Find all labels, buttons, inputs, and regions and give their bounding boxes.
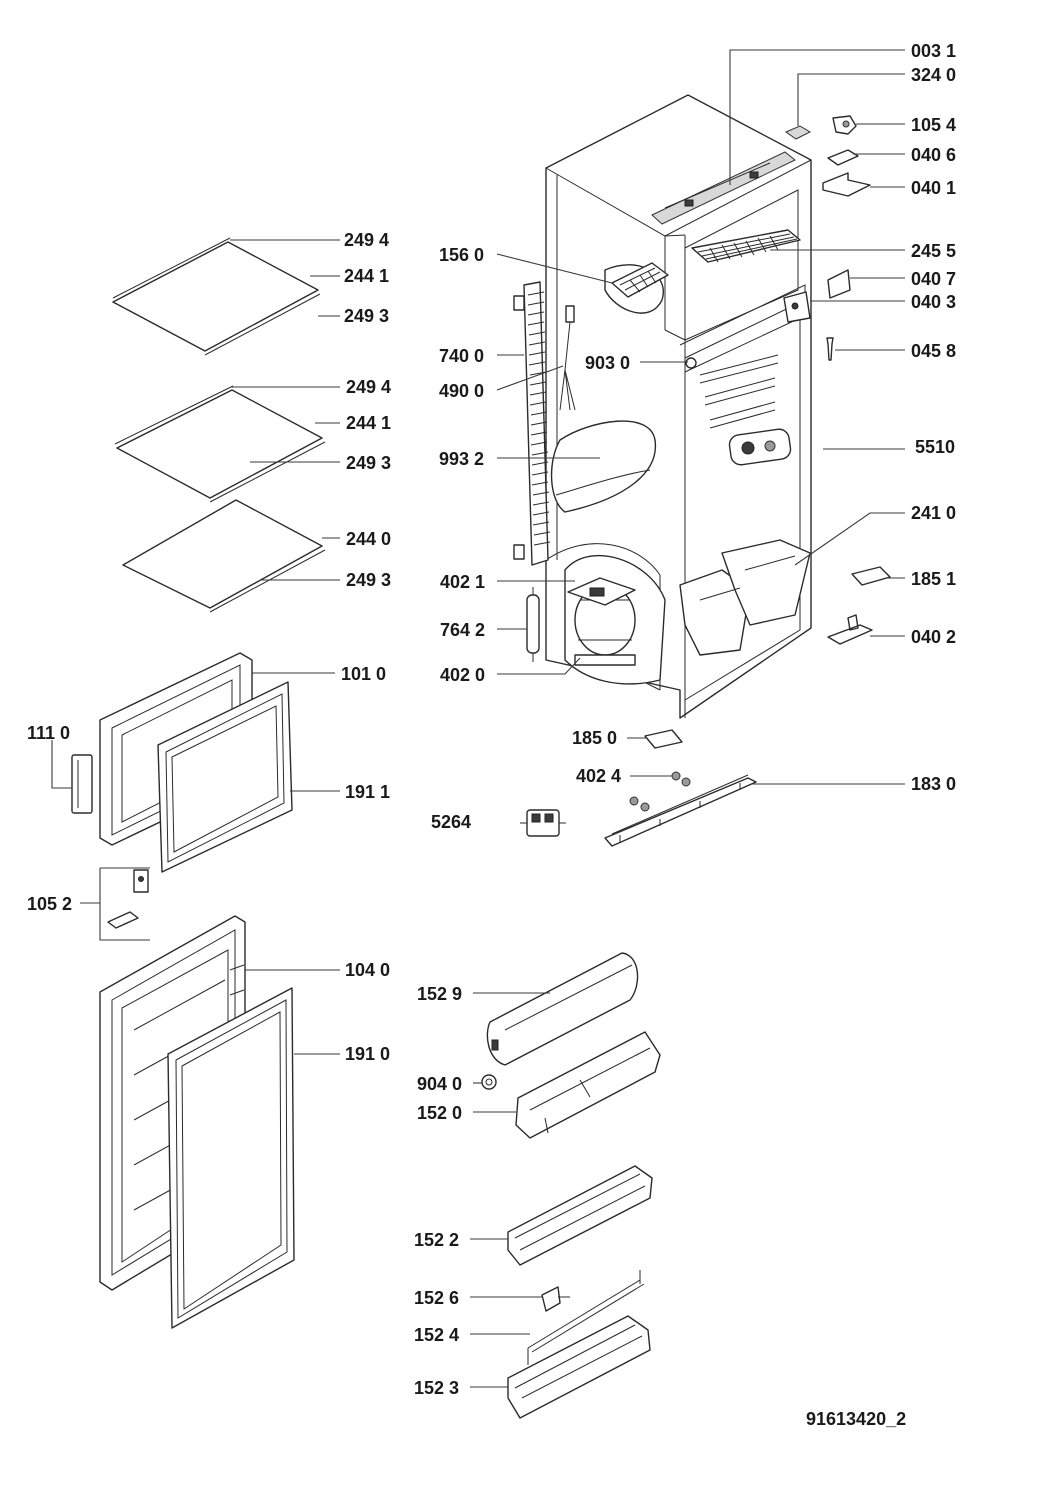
- label-185-0: 185 0: [572, 728, 617, 748]
- label-402-4: 402 4: [576, 766, 621, 786]
- condenser-740-0: [513, 281, 551, 566]
- bin-152-0: [515, 1031, 661, 1139]
- drawing-id: 91613420_2: [806, 1409, 906, 1429]
- label-244-1-b: 244 1: [346, 413, 391, 433]
- bin-152-3: [507, 1315, 651, 1419]
- label-104-0: 104 0: [345, 960, 390, 980]
- rail-183-0: [604, 774, 757, 847]
- grid-shelf-245-5: [691, 229, 801, 263]
- fridge-gasket-191-0: [167, 987, 295, 1329]
- label-156-0: 156 0: [439, 245, 484, 265]
- ice-tray-156-0: [611, 262, 669, 298]
- label-045-8: 045 8: [911, 341, 956, 361]
- label-903-0: 903 0: [585, 353, 630, 373]
- compressor-402-0: [567, 577, 636, 666]
- bin-152-2: [507, 1165, 653, 1266]
- label-040-1: 040 1: [911, 178, 956, 198]
- label-244-1-a: 244 1: [344, 266, 389, 286]
- shelf-set-2: [114, 385, 326, 503]
- hinge-cap-105-2: [107, 869, 149, 929]
- label-105-2: 105 2: [27, 894, 72, 914]
- foot-cover-185-1: [851, 566, 891, 586]
- label-490-0: 490 0: [439, 381, 484, 401]
- label-183-0: 183 0: [911, 774, 956, 794]
- label-152-2: 152 2: [414, 1230, 459, 1250]
- dairy-cover-152-9: [486, 952, 639, 1066]
- cover-185-0: [644, 729, 683, 749]
- label-249-4-a: 249 4: [344, 230, 389, 250]
- label-191-1: 191 1: [345, 782, 390, 802]
- label-5510: 5510: [915, 437, 955, 457]
- filter-drier-764-2: [526, 587, 540, 662]
- label-152-0: 152 0: [417, 1103, 462, 1123]
- label-402-1: 402 1: [440, 572, 485, 592]
- label-993-2: 993 2: [439, 449, 484, 469]
- label-402-0: 402 0: [440, 665, 485, 685]
- label-040-3: 040 3: [911, 292, 956, 312]
- label-245-5: 245 5: [911, 241, 956, 261]
- crisper-drawers-241-0: [679, 539, 811, 656]
- bracket-040-6: [827, 149, 859, 166]
- freezer-gasket-191-1: [157, 681, 293, 873]
- label-152-9: 152 9: [417, 984, 462, 1004]
- hinge-040-2: [827, 614, 873, 645]
- label-241-0: 241 0: [911, 503, 956, 523]
- label-152-6: 152 6: [414, 1288, 459, 1308]
- divider-152-6: [541, 1286, 570, 1312]
- label-185-1: 185 1: [911, 569, 956, 589]
- label-105-4: 105 4: [911, 115, 956, 135]
- label-152-3: 152 3: [414, 1378, 459, 1398]
- label-101-0: 101 0: [341, 664, 386, 684]
- label-003-1: 003 1: [911, 41, 956, 61]
- label-5264: 5264: [431, 812, 471, 832]
- hinge-040-1: [822, 172, 871, 197]
- label-111-0: 111 0: [27, 723, 70, 743]
- shelf-set-1: [112, 237, 321, 356]
- label-764-2: 764 2: [440, 620, 485, 640]
- label-740-0: 740 0: [439, 346, 484, 366]
- label-040-7: 040 7: [911, 269, 956, 289]
- thermostat-5510: [728, 428, 792, 466]
- shelf-set-3: [122, 499, 326, 613]
- handle-111-0: [71, 754, 93, 814]
- power-cord-490-0: [559, 305, 576, 411]
- relay-5264: [520, 809, 566, 837]
- hinge-040-7: [827, 269, 851, 299]
- part-labels: 003 1 324 0 105 4 040 6 040 1 245 5 040 …: [27, 41, 956, 1429]
- label-040-2: 040 2: [911, 627, 956, 647]
- label-152-4: 152 4: [414, 1325, 459, 1345]
- rod-152-4: [527, 1270, 645, 1365]
- label-249-3-a: 249 3: [344, 306, 389, 326]
- knob-903-0: [685, 357, 697, 369]
- washer-904-0: [481, 1074, 497, 1090]
- label-040-6: 040 6: [911, 145, 956, 165]
- label-324-0: 324 0: [911, 65, 956, 85]
- label-249-3-c: 249 3: [346, 570, 391, 590]
- screw-045-8: [826, 337, 834, 361]
- hinge-parts-top: [783, 115, 871, 361]
- label-191-0: 191 0: [345, 1044, 390, 1064]
- leader-lines: [51, 49, 905, 1388]
- label-244-0: 244 0: [346, 529, 391, 549]
- cover-324-0: [784, 125, 812, 140]
- label-249-3-b: 249 3: [346, 453, 391, 473]
- label-249-4-b: 249 4: [346, 377, 391, 397]
- label-904-0: 904 0: [417, 1074, 462, 1094]
- grommets-402-4: [629, 771, 691, 812]
